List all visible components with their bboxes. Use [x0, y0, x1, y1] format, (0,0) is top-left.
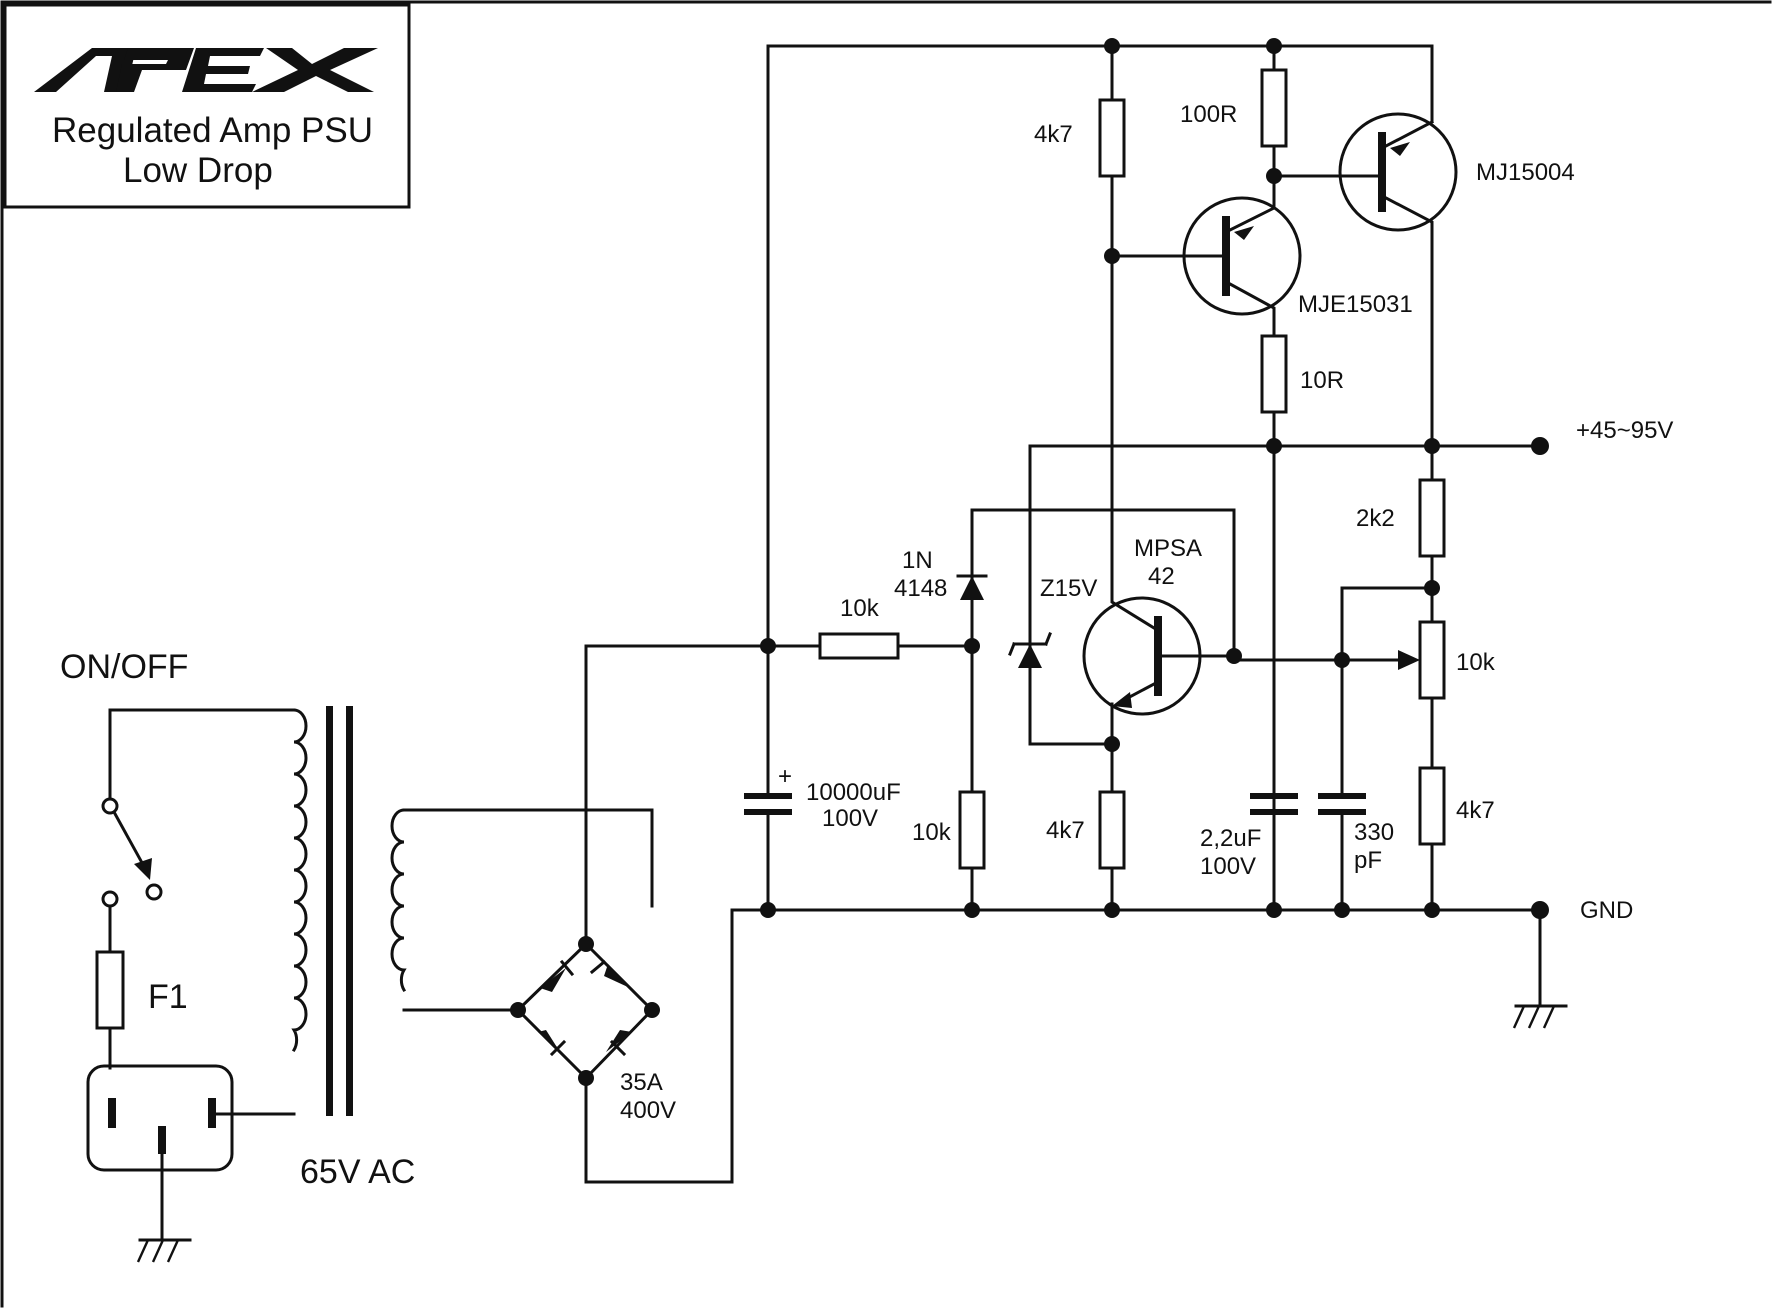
cap-main-voltage-label: 100V [822, 805, 878, 832]
fuse-f1 [95, 950, 125, 1030]
transistor-mj15004 [1272, 112, 1458, 448]
diode-label-2: 4148 [894, 575, 947, 602]
primary-circuit [86, 708, 296, 1263]
cap-2u2-voltage-label: 100V [1200, 853, 1256, 880]
transformer-core-1 [326, 706, 333, 1116]
transistor-mje15031 [1110, 118, 1302, 338]
bridge-current-label: 35A [620, 1069, 663, 1096]
q-pass-label: MJ15004 [1476, 159, 1575, 186]
transformer [291, 706, 654, 1116]
pot-label: 10k [1456, 649, 1496, 676]
transformer-core-2 [346, 706, 353, 1116]
gnd-label: GND [1580, 897, 1633, 924]
bridge-rectifier [510, 644, 768, 1184]
cap-330-unit-label: pF [1354, 847, 1382, 874]
resistor-4k7-lower [1418, 766, 1446, 846]
mains-socket [86, 1064, 234, 1172]
cap-330-value-label: 330 [1354, 819, 1394, 846]
ac-voltage-label: 65V AC [300, 1153, 415, 1191]
switch-arrow-icon [134, 858, 152, 880]
switch-contact-side [145, 883, 163, 901]
title-line1: Regulated Amp PSU [52, 111, 373, 150]
zener-icon [1018, 644, 1042, 668]
resistor-4k7-emitter [1098, 790, 1126, 870]
bridge-voltage-label: 400V [620, 1097, 676, 1124]
r-10r-label: 10R [1300, 367, 1344, 394]
diode-label-1: 1N [902, 547, 933, 574]
cap-10000uf: + [744, 644, 792, 912]
switch-contact-top [101, 797, 119, 815]
pot-wiper-arrow-icon [1398, 650, 1420, 670]
resistor-10r [1260, 334, 1288, 414]
top-rail [766, 44, 1434, 648]
resistor-4k7-top [1098, 98, 1126, 178]
r-2k2-label: 2k2 [1356, 505, 1395, 532]
apex-logo [34, 48, 378, 92]
resistor-10k-lower [958, 790, 986, 870]
q-pass-pre-label: MJE15031 [1298, 291, 1413, 318]
cap-main-value-label: 10000uF [806, 779, 901, 806]
output-terminal[interactable] [1531, 437, 1549, 455]
title-block: Regulated Amp PSU Low Drop [3, 3, 411, 209]
cap-2u2-value-label: 2,2uF [1200, 825, 1261, 852]
r-diode-bottom-label: 10k [912, 819, 952, 846]
zener-label: Z15V [1040, 575, 1097, 602]
fuse-label: F1 [148, 978, 188, 1016]
r-emitter-label: 4k7 [1046, 817, 1085, 844]
on-off-label: ON/OFF [60, 648, 188, 686]
q-driver-label-1: MPSA [1134, 535, 1202, 562]
resistor-100r [1260, 68, 1288, 148]
switch-contact-bottom [101, 890, 119, 908]
resistor-2k2 [1418, 478, 1446, 558]
cap-plus-label: + [778, 763, 792, 790]
potentiometer-10k [1418, 620, 1446, 700]
diode-1n4148-icon [960, 576, 984, 600]
r-base-top-label: 4k7 [1034, 121, 1073, 148]
title-line2: Low Drop [123, 151, 273, 190]
resistor-10k-series [818, 632, 900, 660]
q-driver-label-2: 42 [1148, 563, 1175, 590]
r-100r-label: 100R [1180, 101, 1237, 128]
r-series-label: 10k [840, 595, 880, 622]
r-4k7-bottom-label: 4k7 [1456, 797, 1495, 824]
output-label: +45~95V [1576, 417, 1673, 444]
